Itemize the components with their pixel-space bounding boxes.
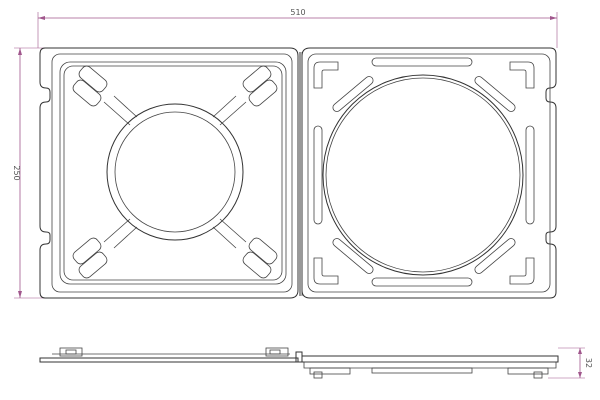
side-view [39, 347, 559, 379]
thickness-dimension-label: 32 [584, 358, 593, 368]
width-dimension-label: 510 [290, 8, 305, 17]
left-panel [39, 47, 299, 299]
corner-pad-bottom-right [242, 237, 278, 279]
corner-pad-bottom-left [72, 237, 108, 279]
thickness-dimension: 32 [548, 347, 593, 379]
right-panel [301, 47, 557, 299]
height-dimension: 250 [12, 47, 45, 299]
width-dimension: 510 [37, 8, 558, 48]
corner-pad-top-right [242, 65, 278, 107]
corner-pad-top-left [72, 65, 108, 107]
height-dimension-label: 250 [12, 165, 21, 180]
